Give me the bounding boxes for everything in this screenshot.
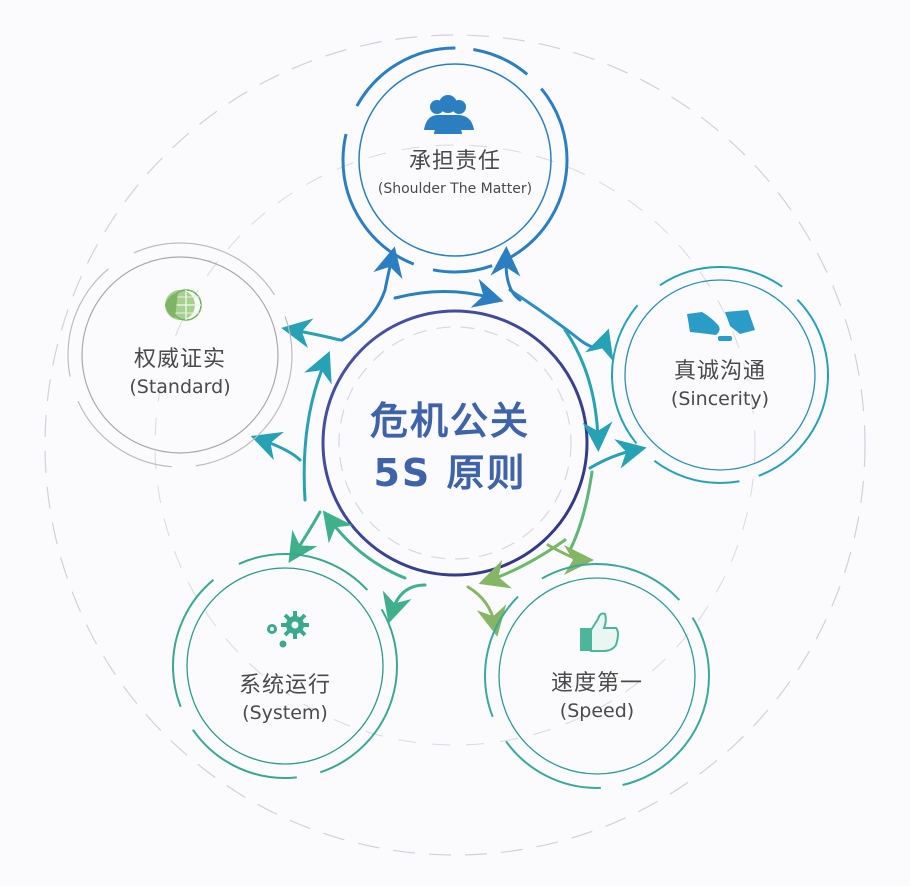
node-sincerity-circle: [611, 266, 829, 484]
node-speed-circle: [484, 563, 710, 789]
node-sincerity: 真诚沟通 (Sincerity): [620, 358, 820, 412]
node-system-cn: 系统运行: [238, 673, 331, 698]
center-arrow-ring: [250, 246, 647, 637]
node-system-circle: [172, 553, 398, 779]
node-standard: 权威证实 (Standard): [80, 346, 280, 400]
center-title: 危机公关 5S 原则: [330, 395, 570, 499]
thumbs-up-icon: [580, 612, 619, 652]
node-speed: 速度第一 (Speed): [497, 670, 697, 724]
center-title-line2: 5S 原则: [373, 451, 527, 495]
node-system-en: (System): [242, 702, 328, 724]
node-sincerity-en: (Sincerity): [670, 388, 770, 410]
center-circle: [321, 309, 589, 577]
globe-icon: [165, 289, 202, 321]
people-icon: [424, 95, 474, 134]
node-shoulder: 承担责任 (Shoulder The Matter): [355, 148, 555, 202]
outer-dashed-ring: [44, 34, 866, 856]
node-shoulder-circle: [341, 46, 569, 274]
gears-icon: [267, 611, 309, 648]
handshake-icon: [687, 310, 755, 341]
node-shoulder-en: (Shoulder The Matter): [377, 181, 533, 197]
node-shoulder-cn: 承担责任: [408, 149, 501, 174]
node-standard-cn: 权威证实: [133, 347, 226, 372]
node-speed-en: (Speed): [559, 700, 635, 722]
node-system: 系统运行 (System): [185, 672, 385, 726]
node-standard-en: (Standard): [129, 376, 231, 398]
node-sincerity-cn: 真诚沟通: [673, 359, 766, 384]
center-title-line1: 危机公关: [369, 399, 530, 443]
node-standard-circle: [67, 242, 293, 468]
node-speed-cn: 速度第一: [550, 671, 643, 696]
